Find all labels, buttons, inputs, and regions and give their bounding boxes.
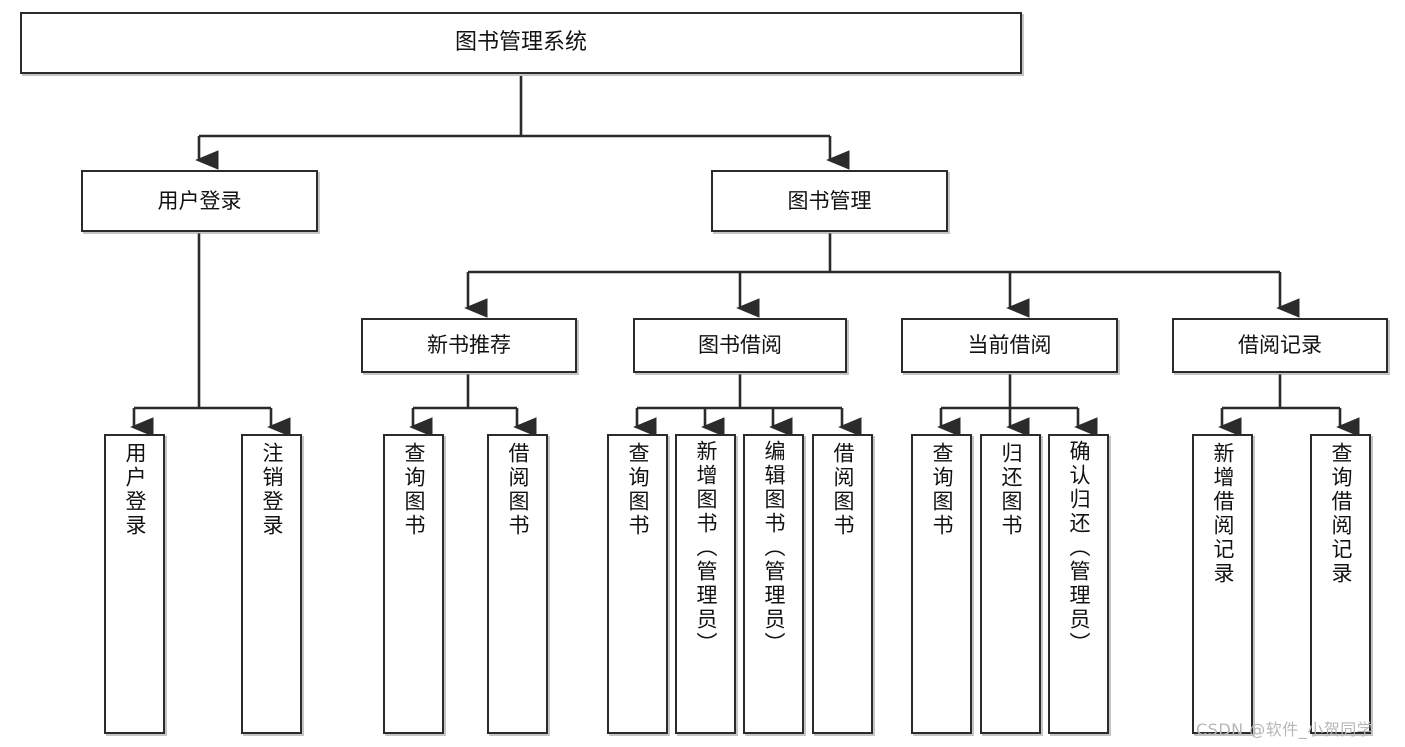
leaf-query-book-3[interactable]: 查询图书 <box>911 434 972 734</box>
node-current-borrow[interactable]: 当前借阅 <box>901 318 1118 373</box>
leaf-query-book-1[interactable]: 查询图书 <box>383 434 444 734</box>
leaf-edit-book[interactable]: 编辑图书（管理员） <box>743 434 804 734</box>
node-new-book-recommend[interactable]: 新书推荐 <box>361 318 577 373</box>
node-label: 查询图书 <box>402 442 426 538</box>
leaf-query-record[interactable]: 查询借阅记录 <box>1310 434 1371 734</box>
node-label: 查询图书 <box>930 442 954 538</box>
node-label: 图书管理 <box>787 188 872 213</box>
node-label: 新增图书（管理员） <box>694 440 718 656</box>
node-label: 借阅图书 <box>506 442 530 538</box>
leaf-borrow-book-2[interactable]: 借阅图书 <box>812 434 873 734</box>
node-label: 查询图书 <box>626 442 650 538</box>
node-label: 借阅记录 <box>1238 333 1322 358</box>
node-label: 编辑图书（管理员） <box>762 440 786 656</box>
node-label: 查询借阅记录 <box>1329 442 1353 586</box>
watermark-text: CSDN @软件_小贺同学 <box>1196 720 1374 739</box>
node-book-borrow[interactable]: 图书借阅 <box>633 318 847 373</box>
node-label: 图书管理系统 <box>454 30 587 56</box>
leaf-user-login[interactable]: 用户登录 <box>104 434 165 734</box>
node-user-login[interactable]: 用户登录 <box>81 170 318 232</box>
node-label: 图书借阅 <box>698 333 782 358</box>
leaf-add-book[interactable]: 新增图书（管理员） <box>675 434 736 734</box>
node-borrow-record[interactable]: 借阅记录 <box>1172 318 1388 373</box>
node-label: 注销登录 <box>260 442 284 538</box>
leaf-borrow-book-1[interactable]: 借阅图书 <box>487 434 548 734</box>
node-label: 借阅图书 <box>831 442 855 538</box>
leaf-return-book[interactable]: 归还图书 <box>980 434 1041 734</box>
node-label: 确认归还（管理员） <box>1067 440 1091 656</box>
leaf-query-book-2[interactable]: 查询图书 <box>607 434 668 734</box>
node-book-management[interactable]: 图书管理 <box>711 170 948 232</box>
node-label: 用户登录 <box>157 188 242 213</box>
node-label: 归还图书 <box>999 442 1023 538</box>
node-label: 用户登录 <box>123 442 147 538</box>
leaf-add-record[interactable]: 新增借阅记录 <box>1192 434 1253 734</box>
node-label: 当前借阅 <box>967 333 1052 358</box>
leaf-logout-login[interactable]: 注销登录 <box>241 434 302 734</box>
node-label: 新书推荐 <box>427 333 511 358</box>
leaf-confirm-return[interactable]: 确认归还（管理员） <box>1048 434 1109 734</box>
node-root-system[interactable]: 图书管理系统 <box>20 12 1022 74</box>
node-label: 新增借阅记录 <box>1211 442 1235 586</box>
